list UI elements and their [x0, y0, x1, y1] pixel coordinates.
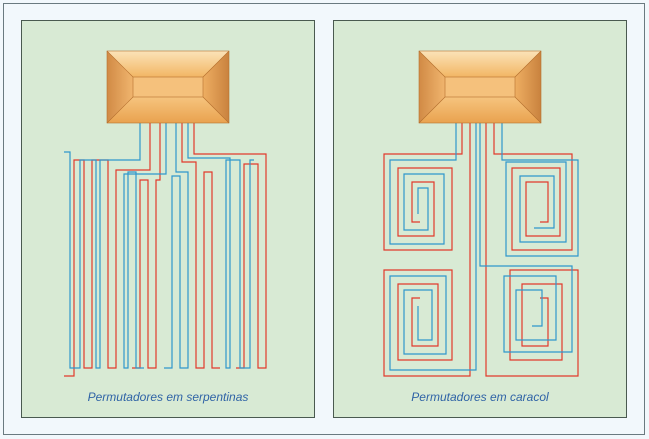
serpentine-panel: Permutadores em serpentinas [21, 20, 315, 418]
supply-pipe [383, 122, 463, 251]
return-pipe [64, 122, 141, 369]
spiral-panel: Permutadores em caracol [333, 20, 627, 418]
panel-caption: Permutadores em serpentinas [88, 390, 249, 404]
return-pipe [389, 122, 477, 371]
supply-pipe [493, 122, 573, 251]
return-pipe [187, 122, 254, 369]
return-pipe [389, 122, 457, 245]
supply-pipe [485, 122, 579, 377]
supply-pipe [132, 122, 161, 369]
return-pipe [501, 122, 579, 257]
manifold-collector-icon [418, 50, 542, 124]
return-pipe [164, 122, 189, 369]
manifold-collector-icon [106, 50, 230, 124]
panel-caption: Permutadores em caracol [411, 390, 549, 404]
supply-pipe [181, 122, 220, 369]
return-pipe [479, 122, 573, 353]
supply-pipe [383, 122, 471, 377]
return-pipe [123, 122, 167, 369]
supply-pipe [193, 122, 267, 369]
